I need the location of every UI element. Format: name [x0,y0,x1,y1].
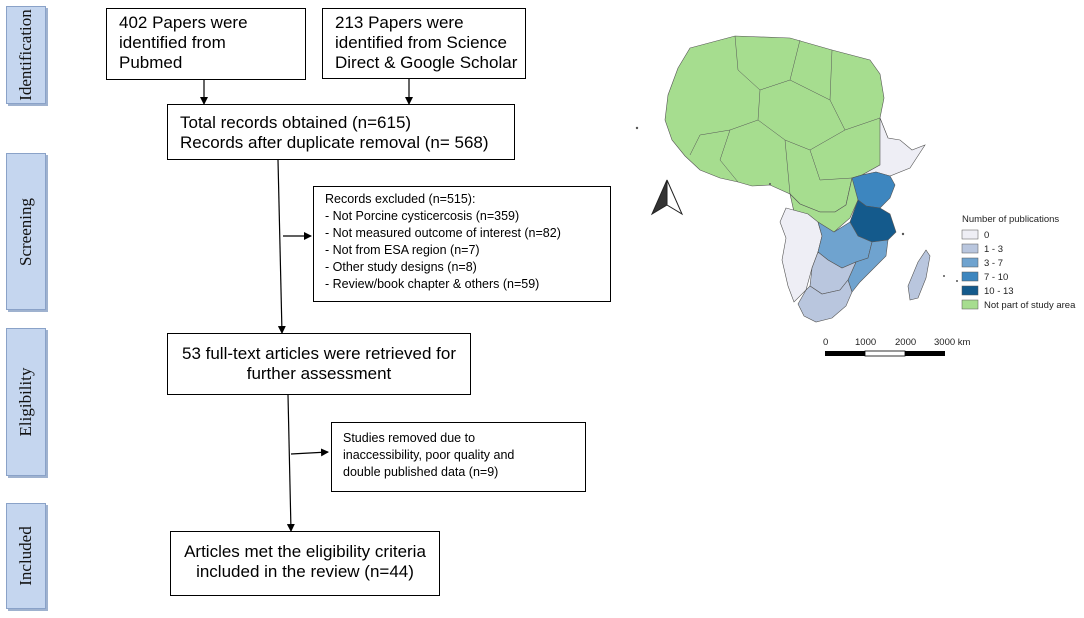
legend-title: Number of publications [962,214,1059,225]
excluded-line-1: Records excluded (n=515): [325,192,476,206]
included-line-2: included in the review (n=44) [196,562,414,581]
total-records-box: Total records obtained (n=615) Records a… [167,104,515,160]
scale-label-0: 0 [823,337,828,348]
removed-line-2: inaccessibility, poor quality and [343,448,515,462]
arrow-fulltext-to-included [286,394,295,532]
scale-segment [825,351,865,356]
country-borders [689,35,881,195]
legend-swatch [961,285,979,296]
legend-label: 0 [984,230,989,241]
pubmed-line-2: identified from [119,33,226,52]
excluded-line-6: - Review/book chapter & others (n=59) [325,277,540,291]
total-records-line-1: Total records obtained (n=615) [180,113,412,132]
legend-label: Not part of study area [984,300,1076,311]
science-direct-line-1: 213 Papers were [335,13,464,32]
scale-label-3000: 3000 km [934,337,971,348]
scale-segment [864,350,906,357]
legend-label: 1 - 3 [984,244,1003,255]
full-text-line-1: 53 full-text articles were retrieved for [182,344,456,363]
removed-line-3: double published data (n=9) [343,465,499,479]
legend-swatch [961,229,979,240]
legend-swatch [961,243,979,254]
phase-identification-label: Identification [6,6,46,104]
horn-of-africa-region [861,117,926,177]
legend-label: 10 - 13 [984,286,1014,297]
scale-bar: 0 1000 2000 3000 km [823,337,971,357]
total-records-line-2: Records after duplicate removal (n= 568) [180,133,489,152]
full-text-box: 53 full-text articles were retrieved for… [167,333,471,395]
legend-swatch [961,271,979,282]
arrow-to-removed [290,448,329,457]
island-marker [769,183,771,185]
south-africa-region [797,279,853,323]
scale-label-1000: 1000 [855,337,876,348]
legend-label: 7 - 10 [984,272,1008,283]
island-marker [901,232,905,236]
included-box: Articles met the eligibility criteria in… [170,531,440,596]
pubmed-line-3: Pubmed [119,53,183,72]
excluded-line-5: - Other study designs (n=8) [325,260,477,274]
excluded-line-4: - Not from ESA region (n=7) [325,243,480,257]
pubmed-box: 402 Papers were identified from Pubmed [106,8,306,80]
phase-eligibility-label: Eligibility [6,328,46,476]
legend-items: 0 1 - 3 3 - 7 7 - 10 10 - 13 Not part of stud… [961,229,1076,311]
scale-segment [905,351,945,356]
map-graphic [635,35,958,323]
arrow-total-to-fulltext [277,159,286,334]
excluded-records-box: Records excluded (n=515): - Not Porcine … [313,186,611,302]
included-line-1: Articles met the eligibility criteria [184,542,426,561]
science-direct-box: 213 Papers were identified from Science … [322,8,526,79]
excluded-line-2: - Not Porcine cysticercosis (n=359) [325,209,520,223]
removed-line-1: Studies removed due to [343,431,476,445]
legend-swatch [961,257,979,268]
north-arrow-icon [650,179,684,216]
madagascar-region [907,249,931,301]
island-marker [956,280,958,282]
phase-included-label: Included [6,503,46,609]
legend-label: 3 - 7 [984,258,1003,269]
scale-label-2000: 2000 [895,337,916,348]
pubmed-line-1: 402 Papers were [119,13,248,32]
island-marker [635,126,639,130]
excluded-line-3: - Not measured outcome of interest (n=82… [325,226,561,240]
island-marker [943,275,945,277]
full-text-line-2: further assessment [246,364,392,383]
mozambique-region [847,239,889,293]
science-direct-line-3: Direct & Google Scholar [335,53,518,72]
phase-screening-label: Screening [6,153,46,310]
map-legend: Number of publications 0 1 - 3 3 - 7 7 - 10… [961,214,1076,311]
legend-swatch [961,299,979,310]
science-direct-line-2: identified from Science [335,33,507,52]
removed-studies-box: Studies removed due to inaccessibility, … [331,422,586,492]
